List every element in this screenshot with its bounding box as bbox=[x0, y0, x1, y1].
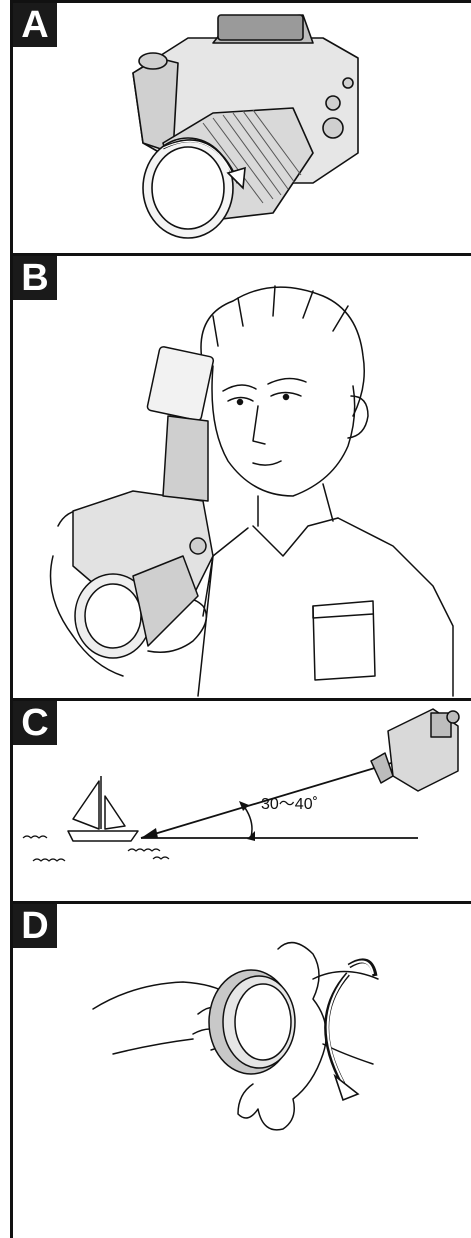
lens-cleaning-illustration bbox=[13, 904, 471, 1238]
panel-d: D bbox=[10, 904, 471, 1238]
shooting-angle-diagram: 30～40˚ bbox=[13, 701, 471, 901]
panel-b: B bbox=[10, 256, 471, 698]
panel-a: A bbox=[10, 3, 471, 253]
person-holding-camera-illustration bbox=[13, 256, 471, 698]
panel-c: C bbox=[10, 701, 471, 901]
camera-zoom-ring-illustration bbox=[13, 3, 471, 253]
angle-label: 30～40˚ bbox=[261, 796, 318, 813]
